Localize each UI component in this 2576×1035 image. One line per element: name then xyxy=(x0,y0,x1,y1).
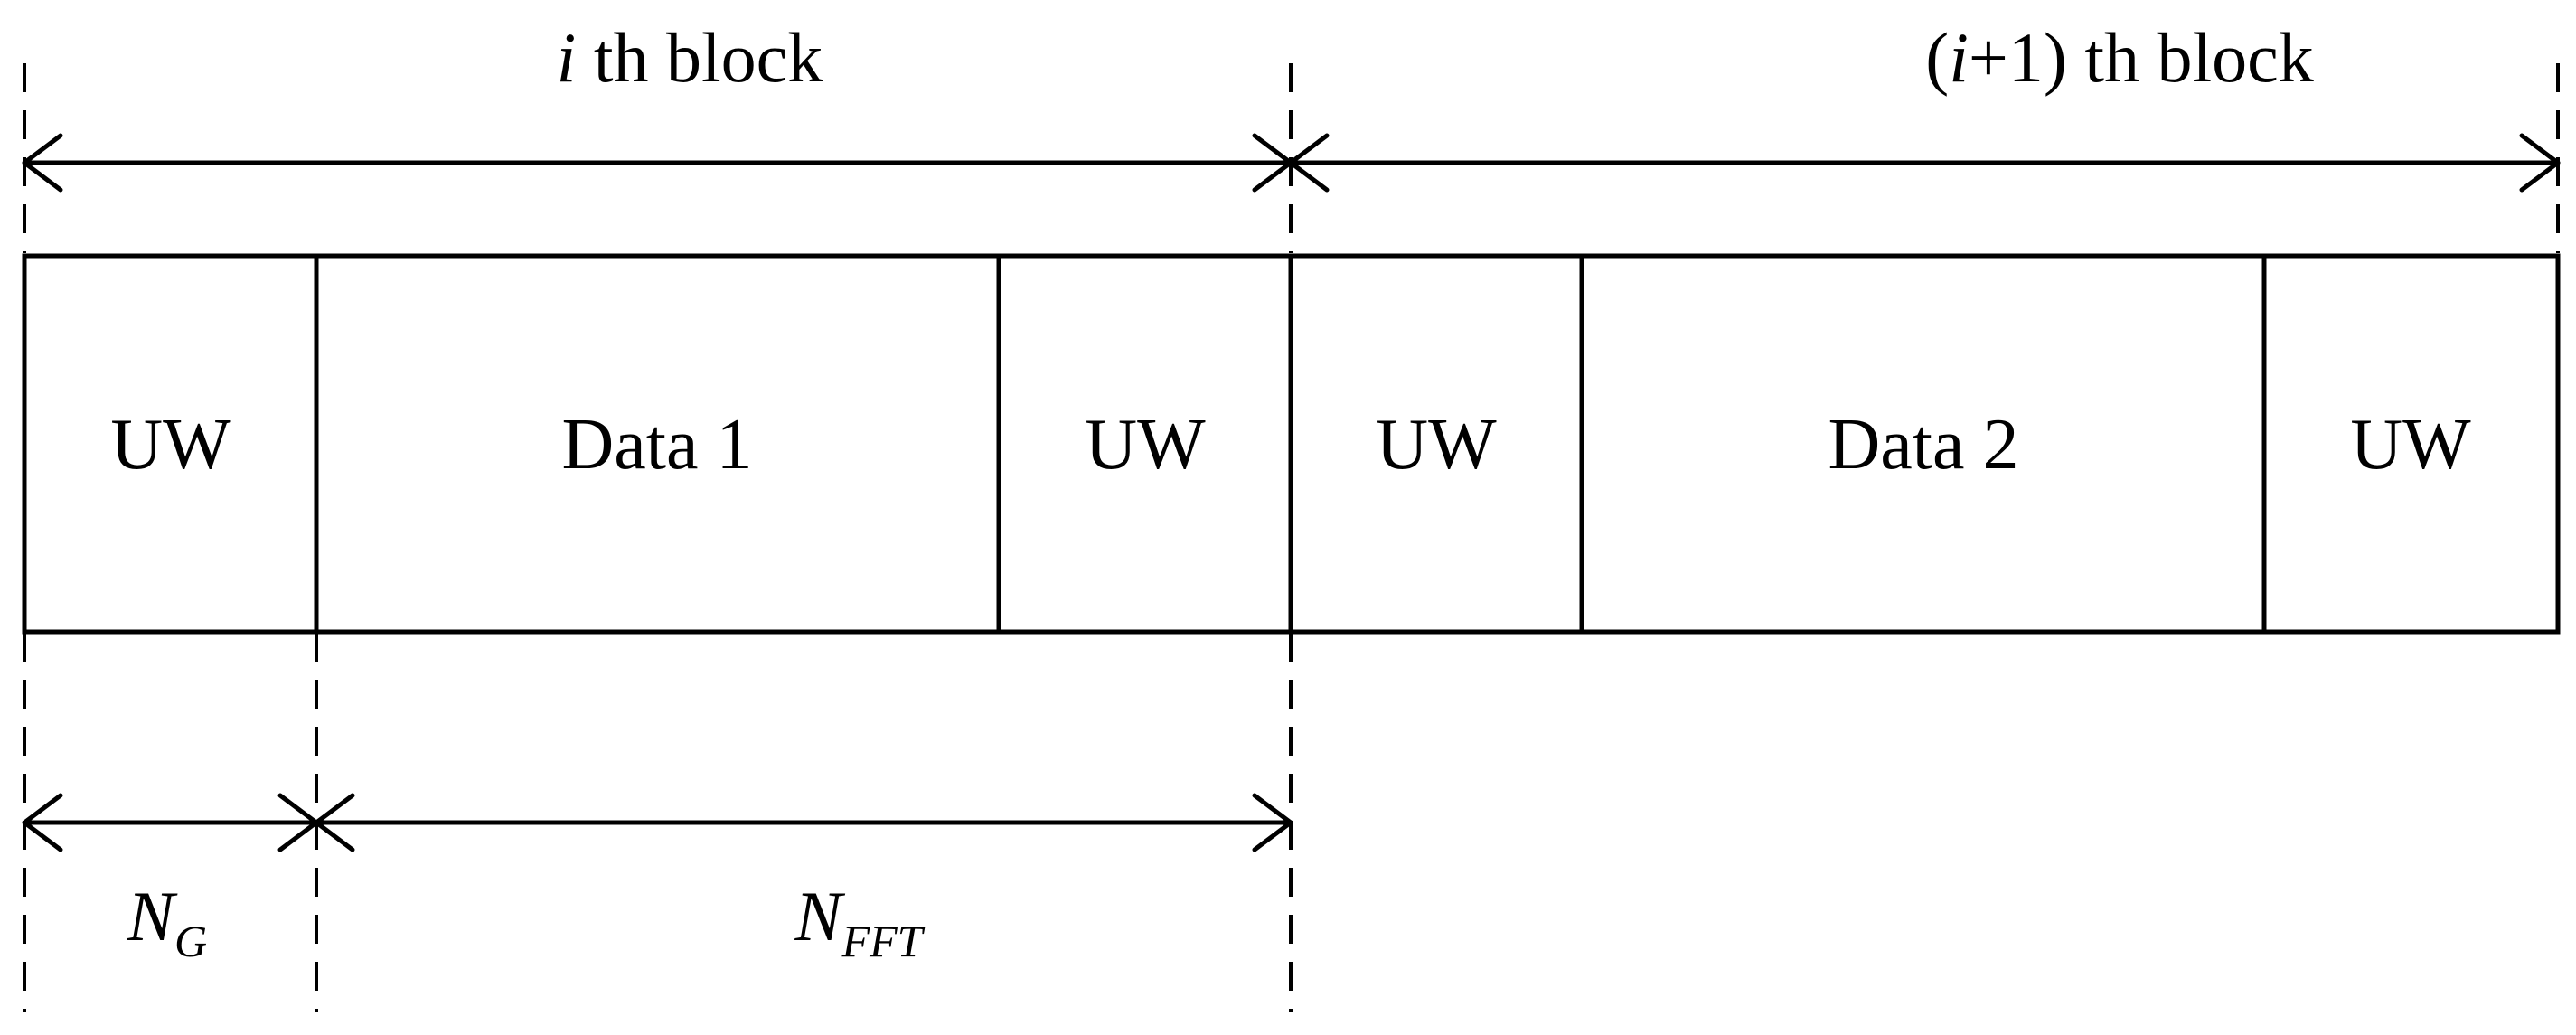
ng-arrow-head-left xyxy=(22,793,63,852)
segment-data-1: Data 1 xyxy=(561,405,752,485)
nfft-arrow-head-left xyxy=(314,793,355,852)
nfft-arrow-head-right xyxy=(1252,793,1293,852)
segment-uw-3: UW xyxy=(1376,405,1497,485)
nfft-label: NFFT xyxy=(794,877,926,966)
top-dimension-arrows xyxy=(22,133,2561,193)
segment-labels: UW Data 1 UW UW Data 2 UW xyxy=(110,405,2471,485)
ng-label: NG xyxy=(127,877,207,966)
i-block-label: i th block xyxy=(557,18,823,97)
segment-data-2: Data 2 xyxy=(1828,405,2018,485)
i-block-arrow-head-left xyxy=(22,133,63,193)
bottom-dimension-arrows xyxy=(22,793,1293,852)
segment-uw-1: UW xyxy=(110,405,231,485)
next-block-arrow-head-left xyxy=(1288,133,1330,193)
segment-uw-2: UW xyxy=(1085,405,1206,485)
segment-uw-4: UW xyxy=(2350,405,2471,485)
frame-boxes xyxy=(22,253,2561,635)
next-block-label: (i+1) th block xyxy=(1925,18,2314,97)
next-block-arrow-head-right xyxy=(2519,133,2561,193)
